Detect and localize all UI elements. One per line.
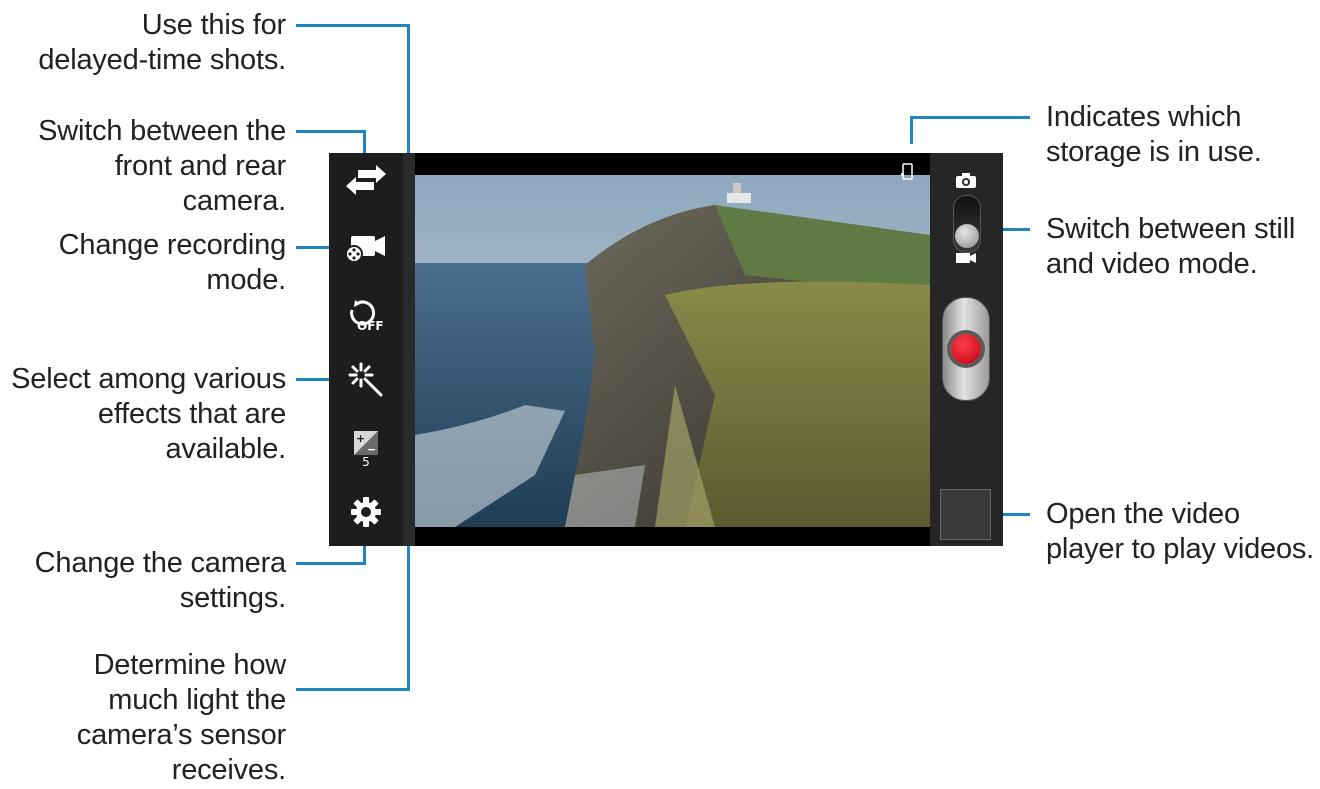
settings-leader <box>296 562 366 565</box>
effects-callout: Select among various effects that are av… <box>11 363 286 465</box>
svg-text:−: − <box>367 443 376 456</box>
still-video-callout: Switch between still and video mode. <box>1046 213 1296 280</box>
storage-leader <box>910 116 1030 119</box>
video-camera-icon <box>955 251 977 269</box>
viewfinder-scene <box>415 175 930 527</box>
settings-button[interactable] <box>340 492 392 532</box>
exposure-value: 5 <box>362 454 370 469</box>
self-timer-callout: Use this for delayed-time shots. <box>38 9 286 76</box>
video-player-thumbnail[interactable] <box>940 489 991 540</box>
left-control-bar-edge <box>403 153 415 546</box>
recording-mode-leader <box>296 246 336 249</box>
video-player-leader <box>990 513 1030 516</box>
settings-leader-vertical <box>363 528 366 565</box>
recording-mode-icon <box>345 233 387 263</box>
self-timer-value: OFF <box>357 319 384 333</box>
storage-leader-vertical <box>910 116 913 144</box>
exposure-button[interactable]: + − 5 <box>340 424 392 474</box>
still-video-leader <box>980 228 1030 231</box>
switch-camera-callout: Switch between the front and rear camera… <box>38 115 286 217</box>
viewfinder[interactable] <box>415 153 930 546</box>
record-button[interactable] <box>942 297 990 401</box>
switch-camera-leader <box>296 130 366 133</box>
switch-camera-button[interactable] <box>340 160 392 200</box>
recording-mode-callout: Change recording mode. <box>58 229 287 296</box>
exposure-icon: + − 5 <box>353 430 379 469</box>
effects-leader <box>296 378 336 381</box>
exposure-leader <box>296 688 410 691</box>
settings-callout: Change the camera settings. <box>34 547 287 614</box>
video-player-callout: Open the video player to play videos. <box>1046 498 1315 565</box>
left-control-bar <box>329 153 403 546</box>
switch-camera-icon <box>344 164 388 196</box>
storage-icon <box>901 163 913 186</box>
effects-button[interactable] <box>340 360 392 400</box>
switch-camera-leader-vertical <box>363 130 366 160</box>
settings-icon <box>350 496 382 528</box>
exposure-callout: Determine how much light the camera’s se… <box>76 649 286 786</box>
still-video-toggle[interactable] <box>953 195 981 253</box>
camera-icon <box>955 172 977 194</box>
self-timer-button[interactable]: OFF <box>340 296 392 336</box>
exposure-leader-vertical <box>407 437 410 691</box>
self-timer-icon: OFF <box>344 298 388 334</box>
self-timer-leader <box>296 24 410 27</box>
storage-callout: Indicates which storage is in use. <box>1046 101 1262 168</box>
toggle-knob[interactable] <box>955 224 979 248</box>
record-icon <box>951 334 981 364</box>
recording-mode-button[interactable] <box>340 228 392 268</box>
svg-text:+: + <box>356 432 365 445</box>
effects-icon <box>348 362 384 398</box>
